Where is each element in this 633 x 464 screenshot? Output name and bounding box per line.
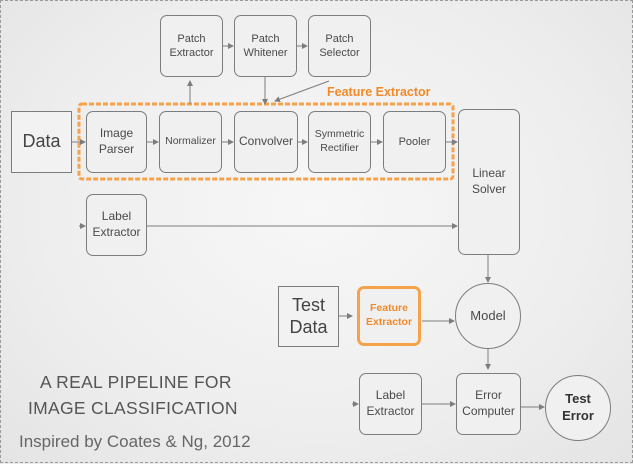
- data-box: Data: [11, 111, 72, 173]
- linear-solver-box: Linear Solver: [458, 109, 520, 255]
- symmetric-rectifier-box: Symmetric Rectifier: [308, 111, 371, 173]
- normalizer-box: Normalizer: [159, 111, 222, 173]
- arrow-selector-to-convolver: [274, 80, 330, 103]
- slide-title-line-2: IMAGE CLASSIFICATION: [28, 398, 238, 418]
- test-data-box: Test Data: [278, 286, 339, 347]
- feature-extractor-group-label: Feature Extractor: [327, 85, 431, 99]
- slide-title-line-1: A REAL PIPELINE FOR: [40, 372, 232, 392]
- model-node: Model: [455, 283, 521, 349]
- feature-extractor-small-box: Feature Extractor: [357, 286, 421, 346]
- patch-whitener-box: Patch Whitener: [234, 15, 297, 77]
- label-extractor-bottom-box: Label Extractor: [359, 373, 422, 435]
- image-parser-box: Image Parser: [86, 111, 147, 173]
- error-computer-box: Error Computer: [456, 373, 521, 435]
- label-extractor-top-box: Label Extractor: [86, 194, 147, 256]
- patch-selector-box: Patch Selector: [308, 15, 371, 77]
- patch-extractor-box: Patch Extractor: [160, 15, 223, 77]
- test-error-node: Test Error: [545, 375, 611, 441]
- pooler-box: Pooler: [383, 111, 446, 173]
- credit-text: Inspired by Coates & Ng, 2012: [19, 432, 251, 451]
- convolver-box: Convolver: [234, 111, 298, 173]
